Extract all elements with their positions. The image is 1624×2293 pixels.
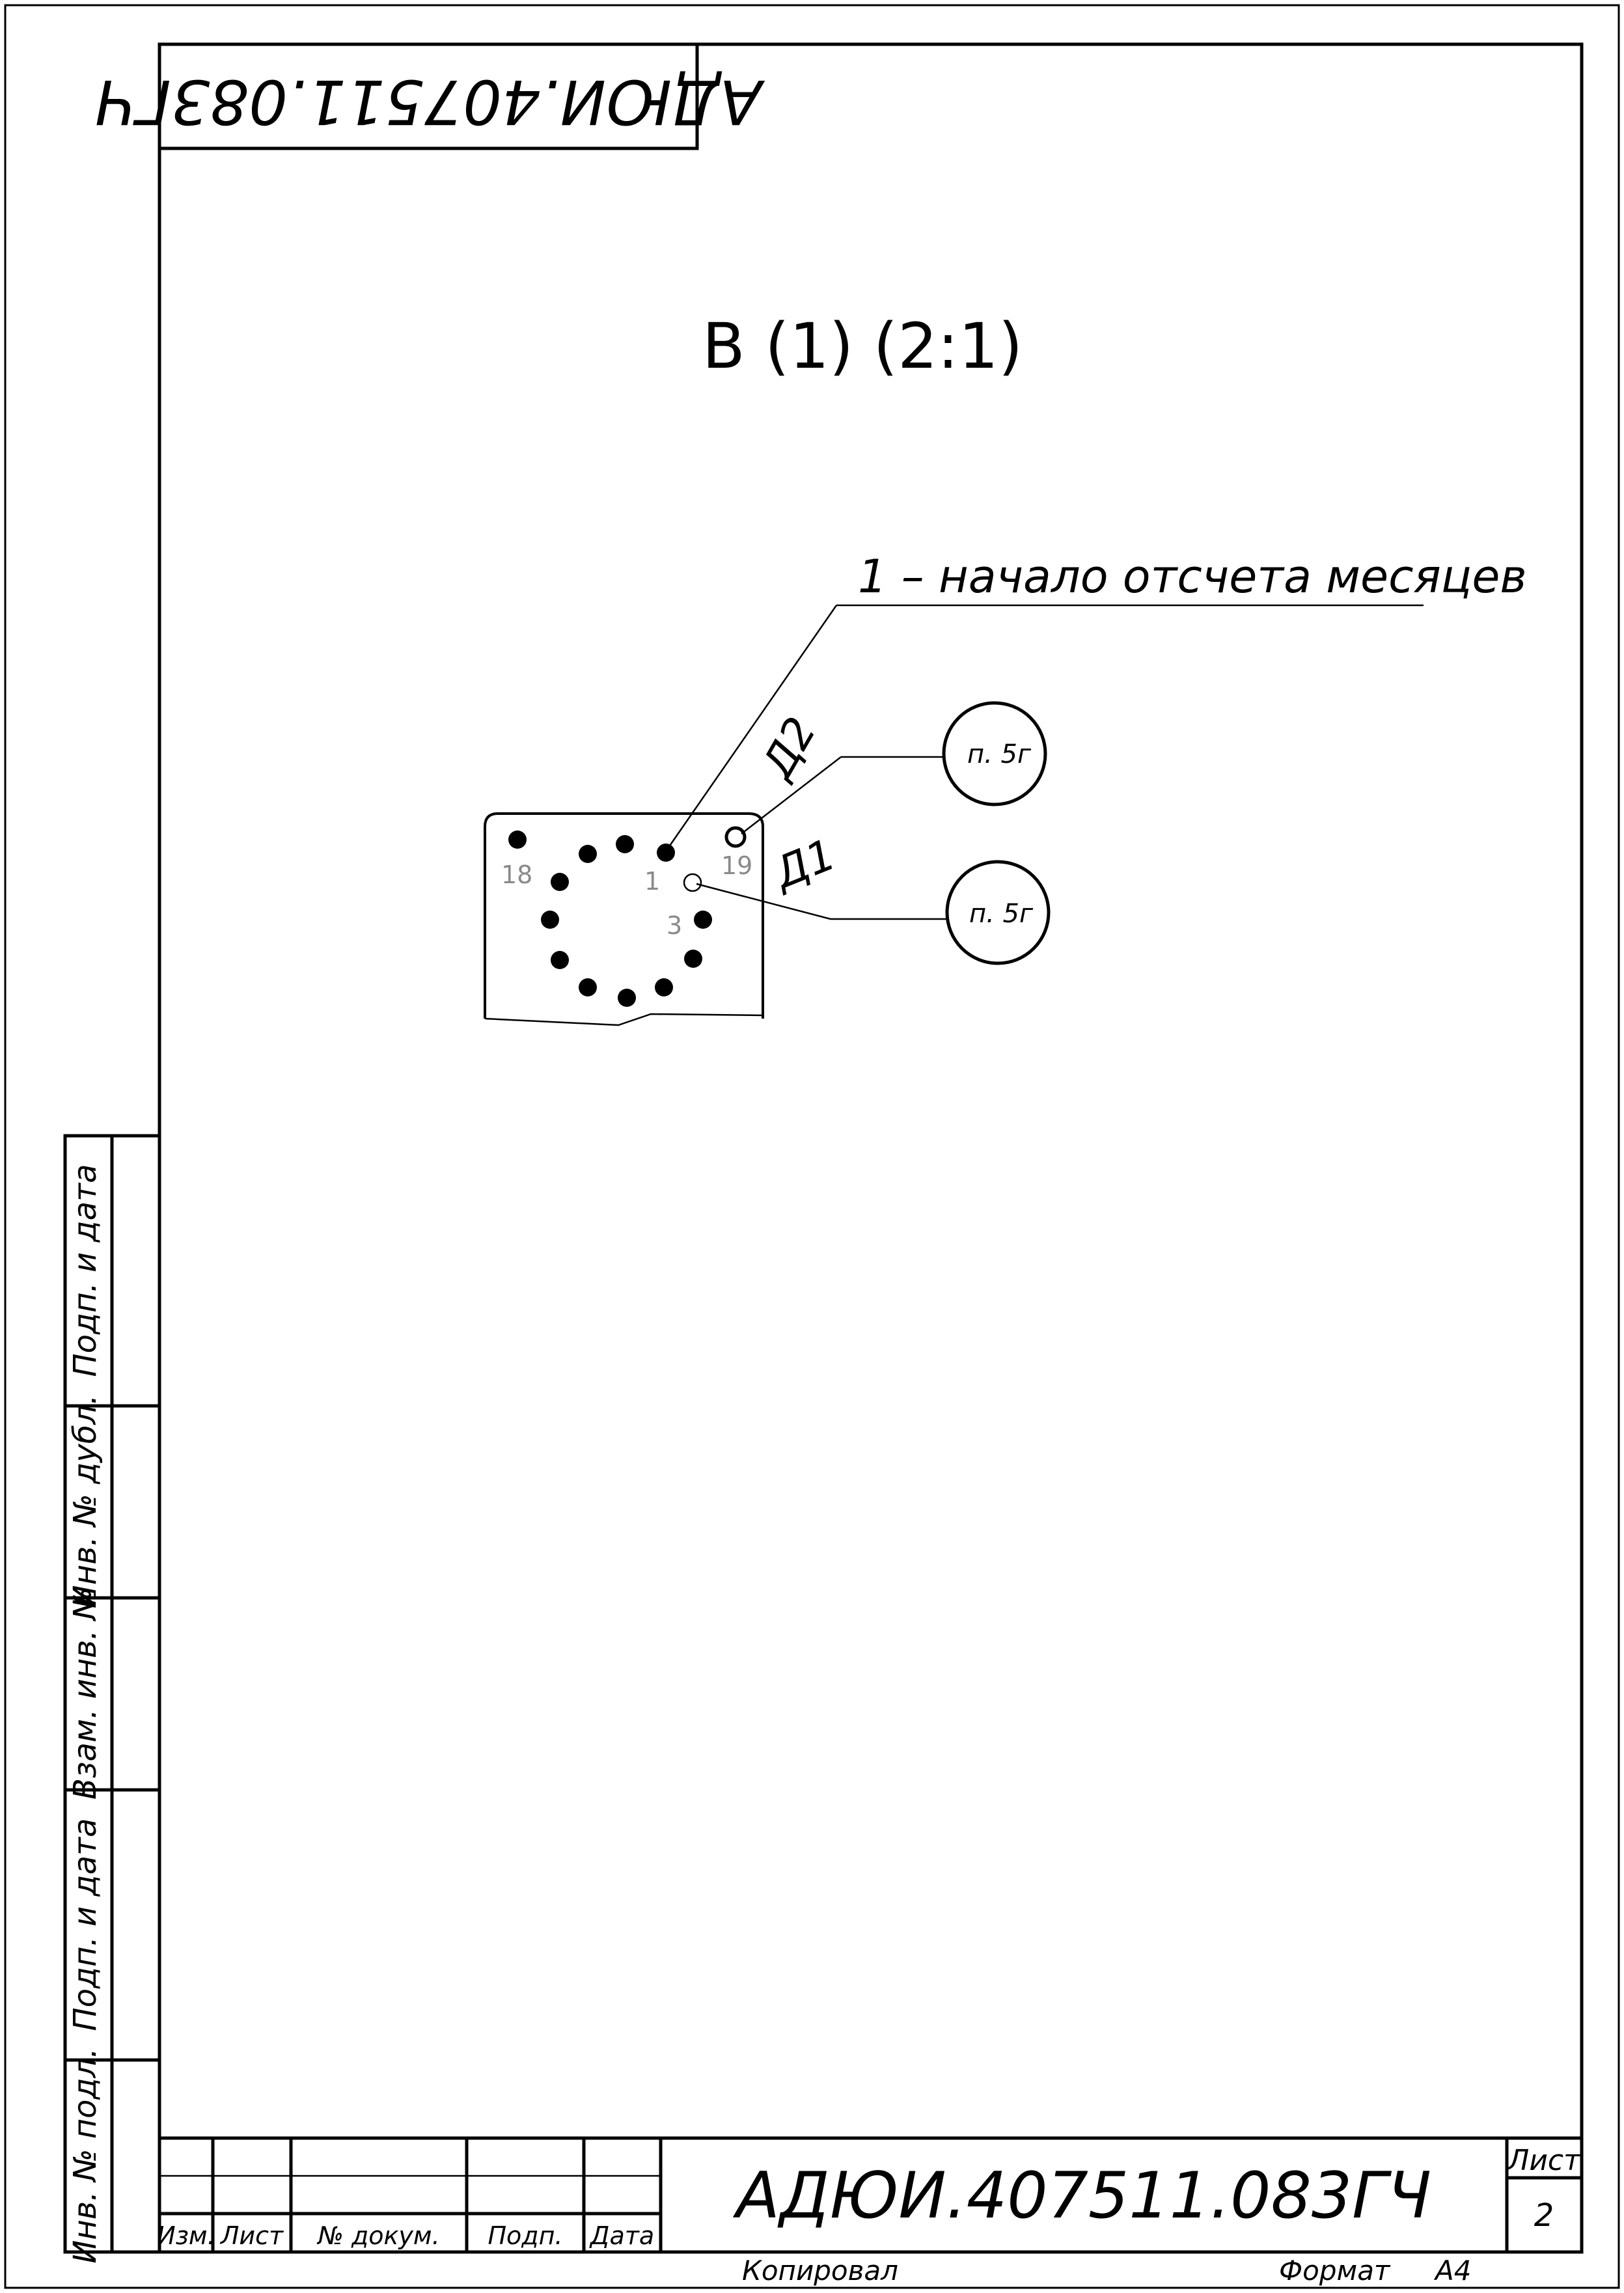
pin-label-18: 18 <box>501 860 532 889</box>
col-podp: Подп. <box>488 2221 562 2250</box>
pin <box>616 835 634 853</box>
connector-body <box>484 812 764 1019</box>
connector-bottom-edge <box>484 1013 764 1026</box>
footer-copied: Копировал <box>742 2255 898 2286</box>
pin-label-19: 19 <box>721 851 752 880</box>
leader-d2 <box>741 756 944 834</box>
pin <box>618 989 636 1007</box>
top-designation-text: АДЮИ.407511.083ГЧ <box>95 66 765 137</box>
stamp-podp-i-data-bottom: Подп. и дата <box>67 1819 103 2031</box>
bubble-bottom-text: п. 5г <box>969 899 1034 929</box>
bubble-top-text: п. 5г <box>967 739 1032 769</box>
bubble-bottom-circle <box>945 860 1051 965</box>
label-d1: Д1 <box>765 829 842 899</box>
stamp-vzam-inv: Взам. инв. № <box>67 1587 103 1800</box>
pin <box>541 911 559 929</box>
stamp-inv-podl: Инв. № подл. <box>67 2048 103 2263</box>
footer-format-value: А4 <box>1433 2255 1471 2286</box>
pin-d1-hollow <box>683 873 702 892</box>
title-block <box>159 2136 1582 2252</box>
pin-label-3: 3 <box>667 911 682 940</box>
col-data: Дата <box>589 2221 654 2250</box>
pin-18 <box>508 831 527 849</box>
pin <box>551 951 569 969</box>
pin-3 <box>694 911 712 929</box>
callout-main-leader <box>666 604 1424 850</box>
stamp-podp-i-data-top: Подп. и дата <box>67 1164 103 1377</box>
callout-main-text: 1 – начало отсчета месяцев <box>858 550 1527 603</box>
pin <box>551 873 569 891</box>
stamp-inv-dubl: Инв. № дубл. <box>67 1395 103 1608</box>
pin-19-hollow <box>724 826 747 848</box>
col-doc: № докум. <box>316 2221 439 2250</box>
bubble-top-circle <box>942 701 1047 806</box>
pin <box>655 978 673 996</box>
outer-frame <box>4 4 1620 2289</box>
pin-1 <box>657 844 675 862</box>
col-izm: Изм. <box>157 2221 215 2250</box>
col-list: Лист <box>219 2221 284 2250</box>
side-stamp <box>63 1134 161 2254</box>
pin <box>684 950 702 968</box>
title-designation: АДЮИ.407511.083ГЧ <box>732 2159 1431 2233</box>
sheet-label: Лист <box>1506 2144 1581 2177</box>
pin-group <box>508 831 712 1007</box>
view-label: В (1) (2:1) <box>702 310 1023 383</box>
footer-format-label: Формат <box>1279 2255 1391 2286</box>
top-designation-box: АДЮИ.407511.083ГЧ <box>95 44 765 150</box>
pin <box>579 845 597 863</box>
pin <box>579 978 597 996</box>
pin-label-1: 1 <box>644 867 660 896</box>
sheet-number: 2 <box>1534 2197 1554 2234</box>
leader-d1 <box>696 883 947 920</box>
